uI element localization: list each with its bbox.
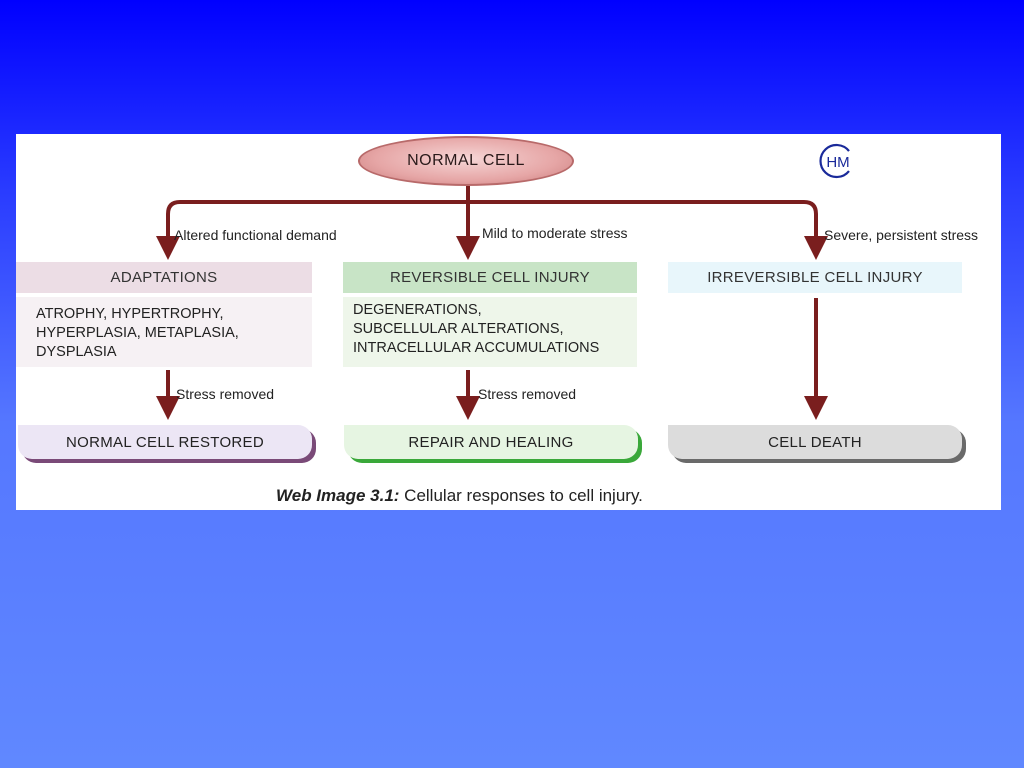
hm-logo: HM bbox=[819, 143, 850, 179]
figure-caption: Web Image 3.1: Cellular responses to cel… bbox=[276, 486, 643, 506]
branch-bar-line bbox=[166, 200, 818, 242]
adaptations-item: HYPERPLASIA, METAPLASIA, bbox=[36, 325, 239, 341]
adaptations-item: DYSPLASIA bbox=[36, 344, 117, 360]
caption-prefix: Web Image 3.1: bbox=[276, 486, 400, 505]
trigger-label-reversible: Mild to moderate stress bbox=[482, 225, 628, 241]
adaptations-item: ATROPHY, HYPERTROPHY, bbox=[36, 306, 224, 322]
transition-label-reversible: Stress removed bbox=[478, 386, 577, 402]
connector-arrows bbox=[156, 186, 828, 420]
trigger-label-adaptations: Altered functional demand bbox=[174, 227, 337, 243]
outcome-repair-and-healing: REPAIR AND HEALING bbox=[344, 425, 638, 459]
caption-text: Cellular responses to cell injury. bbox=[399, 486, 643, 505]
reversible-item: SUBCELLULAR ALTERATIONS, bbox=[353, 321, 564, 337]
adaptations-body: ATROPHY, HYPERTROPHY, HYPERPLASIA, METAP… bbox=[16, 297, 312, 367]
irreversible-header: IRREVERSIBLE CELL INJURY bbox=[668, 262, 962, 293]
trigger-label-irreversible: Severe, persistent stress bbox=[824, 227, 979, 243]
outcome-normal-cell-restored: NORMAL CELL RESTORED bbox=[18, 425, 312, 459]
outcome-cell-death: CELL DEATH bbox=[668, 425, 962, 459]
adaptations-header: ADAPTATIONS bbox=[16, 262, 312, 293]
normal-cell-node: NORMAL CELL bbox=[358, 136, 574, 186]
diagram-panel: NORMAL CELL HM Altered functional demand… bbox=[16, 134, 1001, 510]
reversible-item: DEGENERATIONS, bbox=[353, 302, 482, 318]
transition-label-adaptations: Stress removed bbox=[176, 386, 275, 402]
reversible-item: INTRACELLULAR ACCUMULATIONS bbox=[353, 340, 600, 356]
reversible-header: REVERSIBLE CELL INJURY bbox=[343, 262, 637, 293]
hm-logo-text: HM bbox=[826, 154, 849, 171]
reversible-body: DEGENERATIONS, SUBCELLULAR ALTERATIONS, … bbox=[343, 297, 637, 367]
